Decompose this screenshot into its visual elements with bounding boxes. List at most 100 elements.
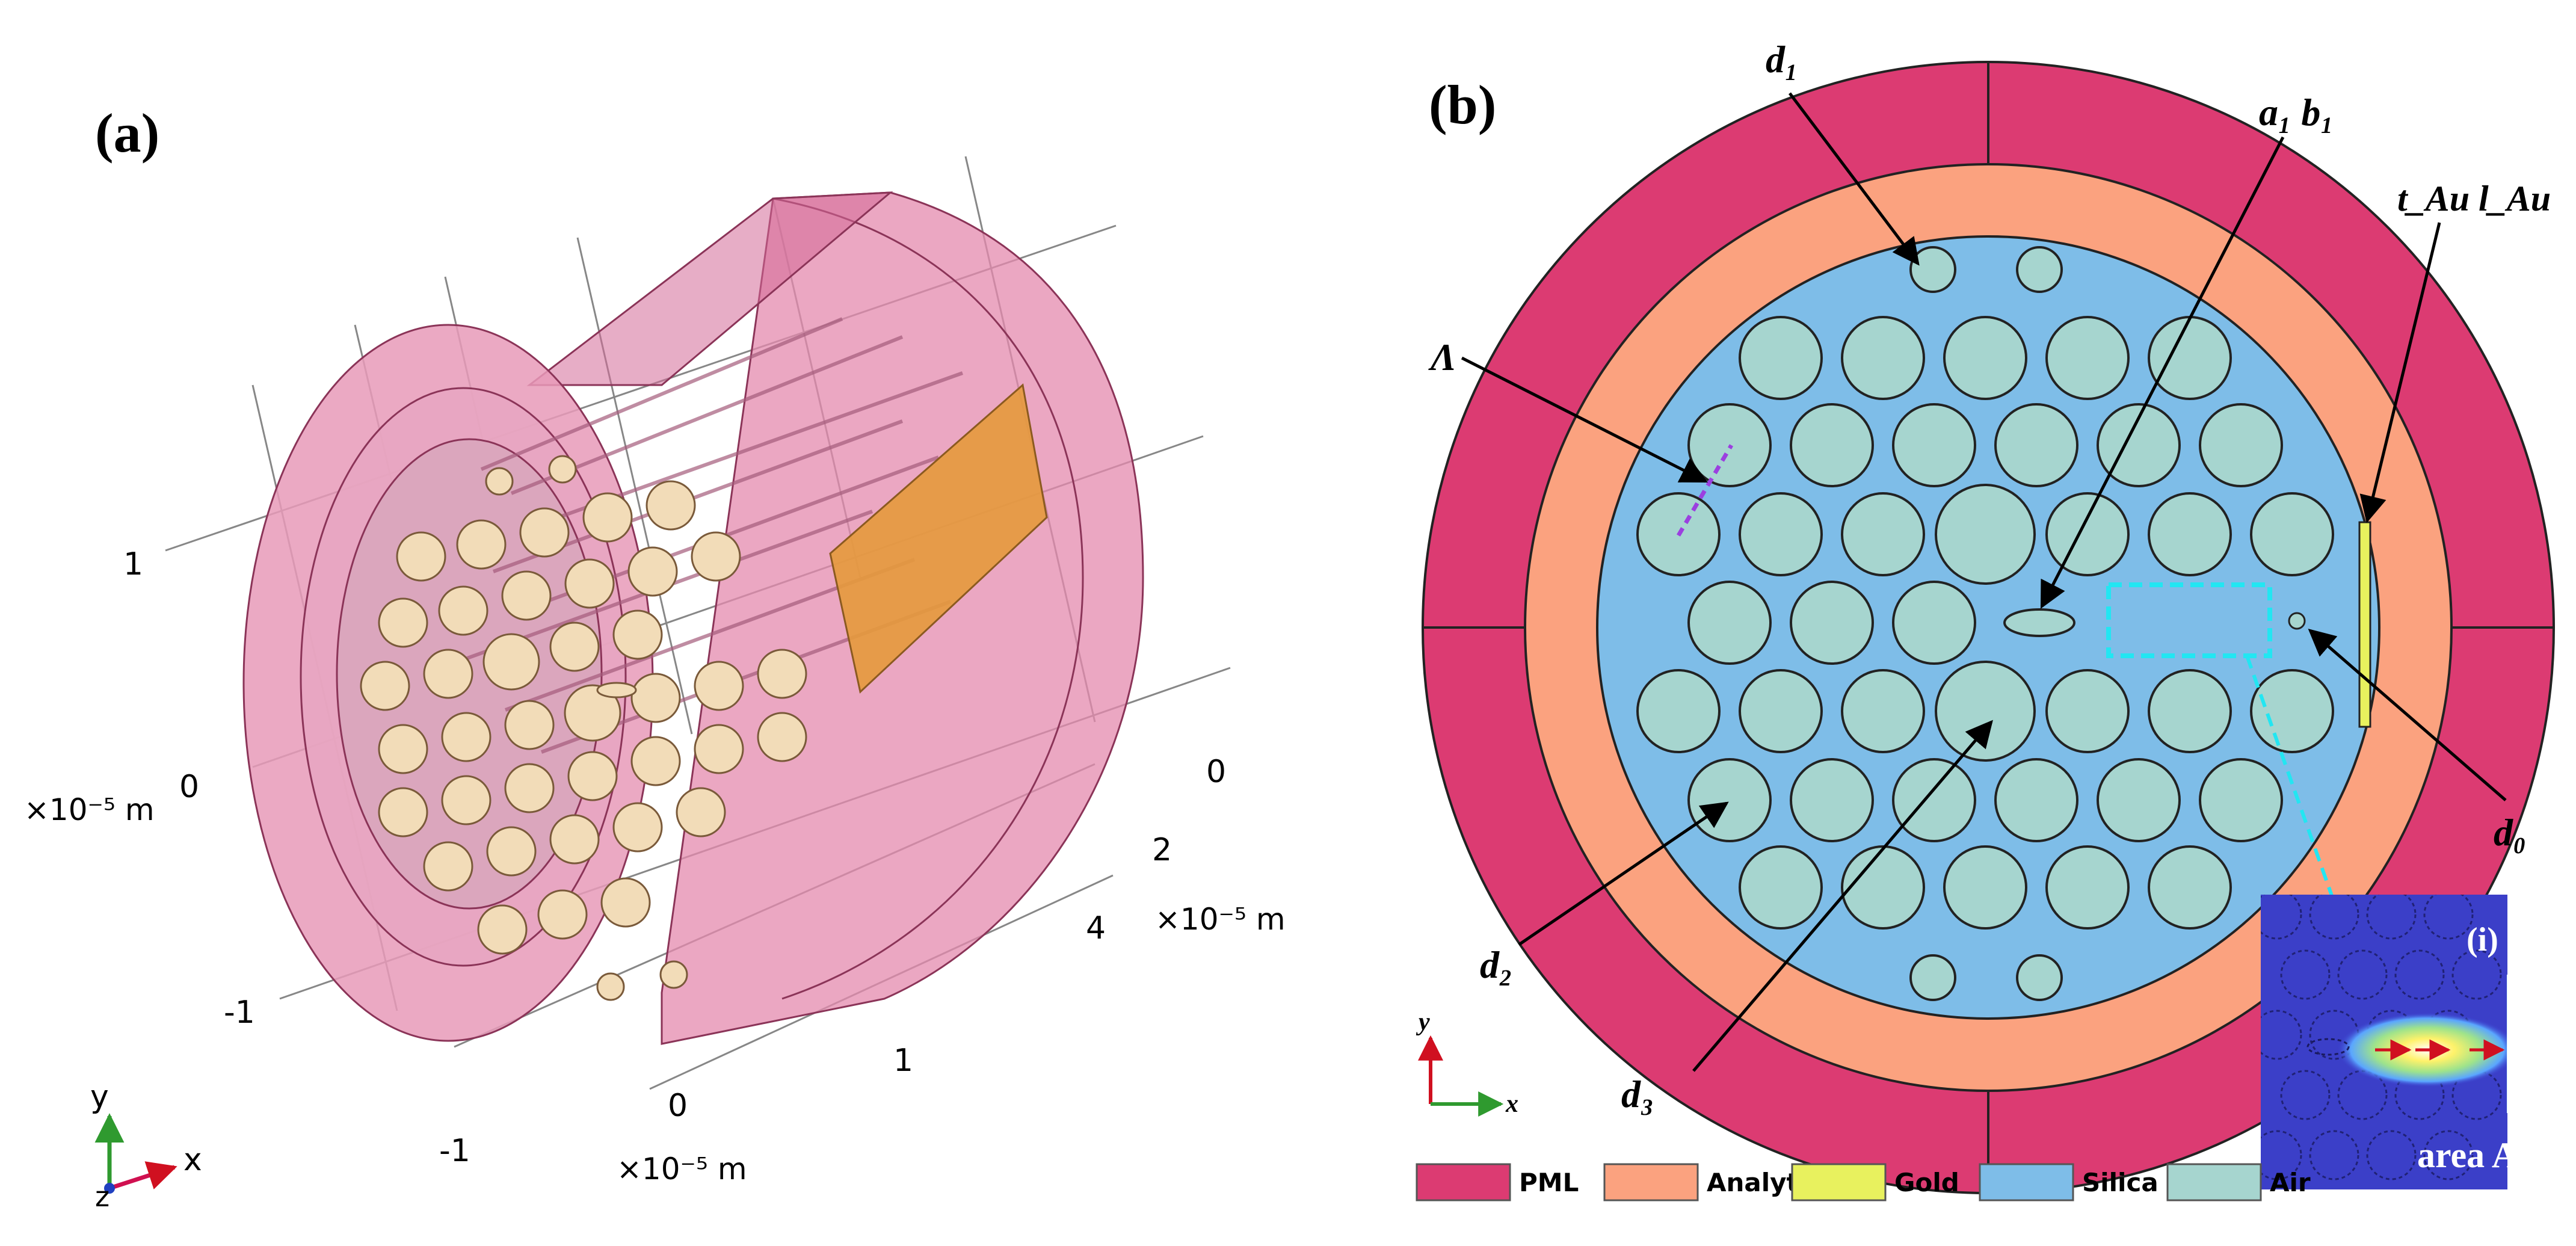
annotation-arrows xyxy=(1461,92,2507,1072)
air-hole xyxy=(456,519,507,570)
triad-x: x xyxy=(183,1142,202,1178)
label-d2: d₂ xyxy=(1480,943,1512,986)
air-hole xyxy=(1790,403,1874,487)
air-hole xyxy=(504,700,555,750)
air-hole xyxy=(1841,845,1925,930)
air-hole xyxy=(612,802,663,853)
inset-hole xyxy=(2366,1130,2417,1180)
air-hole xyxy=(1943,845,2027,930)
central-elliptical-hole xyxy=(596,682,637,699)
air-hole xyxy=(423,649,473,699)
triad-z: z xyxy=(95,1180,109,1213)
air-hole xyxy=(1841,492,1925,576)
air-hole xyxy=(691,531,741,582)
label-d0: d₀ xyxy=(2494,811,2526,854)
air-hole xyxy=(1739,669,1823,753)
air-hole xyxy=(2097,758,2181,842)
air-hole xyxy=(1892,581,1976,665)
legend-label: Gold xyxy=(1894,1168,1959,1197)
air-hole xyxy=(2016,246,2063,293)
air-hole xyxy=(1841,669,1925,753)
air-hole xyxy=(582,492,633,543)
air-hole xyxy=(1892,758,1976,842)
axis-b-x: x xyxy=(1505,1090,1518,1118)
air-hole xyxy=(477,904,528,955)
inset-hole xyxy=(2261,1010,2302,1060)
tick-y-one: 1 xyxy=(123,546,143,582)
lattice-pitch-marker xyxy=(1676,444,1734,537)
air-hole xyxy=(564,684,621,742)
axis-triad-a: y x z xyxy=(90,1079,202,1213)
label-lambda: Λ xyxy=(1428,336,1456,378)
air-hole xyxy=(2016,954,2063,1001)
inset-hole xyxy=(2280,949,2331,1000)
inset-caption: area A xyxy=(2417,1135,2518,1175)
inset-hole xyxy=(2261,1130,2302,1180)
air-hole xyxy=(2097,403,2181,487)
small-hole-d0 xyxy=(2288,612,2306,630)
inset-hole xyxy=(2309,1130,2359,1180)
tick-z-four: 4 xyxy=(1086,910,1106,946)
air-hole xyxy=(2148,669,2232,753)
inset-hole xyxy=(2366,895,2417,940)
tick-x-minus-one-b: -1 xyxy=(439,1133,470,1169)
air-hole xyxy=(486,826,537,877)
triad-y: y xyxy=(90,1079,109,1115)
inset-hole xyxy=(2423,1130,2474,1180)
air-hole xyxy=(441,775,491,825)
legend-swatch xyxy=(1791,1163,1887,1201)
air-hole xyxy=(396,531,446,582)
air-hole xyxy=(537,889,588,940)
legend-label: PML xyxy=(1519,1168,1579,1197)
inset-hole xyxy=(2280,1070,2331,1120)
air-hole xyxy=(2199,758,2283,842)
inset-hole xyxy=(2261,895,2302,940)
area-a-box xyxy=(2106,582,2272,658)
inset-hole xyxy=(2337,949,2388,1000)
air-hole xyxy=(2148,845,2232,930)
tick-z-zero: 0 xyxy=(1206,754,1226,790)
axis-b-y: y xyxy=(1416,1008,1430,1036)
axis-triad-b: y x xyxy=(1416,1008,1518,1118)
air-hole xyxy=(564,558,615,609)
air-hole xyxy=(2045,316,2130,400)
air-hole xyxy=(630,736,681,786)
tick-x-one: 1 xyxy=(893,1043,913,1079)
inset-area-a: (i) area A xyxy=(2261,895,2518,1189)
tick-x-zero: 0 xyxy=(668,1088,688,1124)
air-hole xyxy=(360,661,410,711)
air-hole xyxy=(2250,492,2334,576)
air-hole xyxy=(1841,316,1925,400)
tick-x-minus-one: -1 xyxy=(224,995,255,1031)
air-hole xyxy=(757,649,807,699)
air-hole xyxy=(482,633,540,691)
y-unit-label: ×10⁻⁵ m xyxy=(24,792,155,827)
air-hole xyxy=(378,787,428,837)
tick-z-two: 2 xyxy=(1152,832,1172,868)
air-hole xyxy=(1687,758,1772,842)
z-unit-label: ×10⁻⁵ m xyxy=(1155,902,1286,937)
air-hole xyxy=(441,712,491,762)
air-hole xyxy=(1790,758,1874,842)
air-hole xyxy=(378,597,428,648)
air-hole xyxy=(1739,316,1823,400)
air-hole xyxy=(1994,758,2078,842)
air-hole xyxy=(378,724,428,774)
air-hole xyxy=(1994,403,2078,487)
panel-b-label: (b) xyxy=(1429,74,1496,135)
air-hole xyxy=(600,877,651,928)
air-hole xyxy=(1935,661,2036,762)
inset-tag: (i) xyxy=(2467,921,2498,958)
label-d3: d₃ xyxy=(1621,1073,1654,1115)
air-hole xyxy=(2148,316,2232,400)
air-hole xyxy=(2045,492,2130,576)
air-hole xyxy=(612,609,663,660)
air-hole xyxy=(2199,403,2283,487)
air-hole xyxy=(757,712,807,762)
air-hole xyxy=(519,507,570,558)
legend-label: Air xyxy=(2270,1168,2311,1197)
air-hole xyxy=(1739,492,1823,576)
panel-a-3d-model: (a) 1 0 ×10⁻⁵ m -1 -1 0 1 ×10⁻⁵ m 0 2 4 … xyxy=(24,102,1286,1213)
legend-label: Silica xyxy=(2082,1168,2158,1197)
